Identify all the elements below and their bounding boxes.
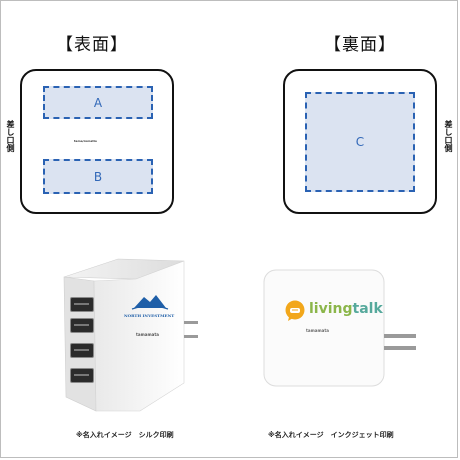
usb-port-2 [70, 318, 94, 333]
product-photo-inkjet: livingtalk tamamata [262, 266, 422, 391]
usb-port-4 [70, 368, 94, 383]
inkjet-logo-text-talk: talk [352, 301, 383, 317]
silk-brand-mark: tamamata [136, 332, 159, 337]
product-photo-silk: NORTH INVESTMENT tamamata [58, 255, 208, 415]
inkjet-logo-text-living: living [309, 301, 353, 317]
silk-caption: ※名入れイメージ シルク印刷 [76, 431, 174, 439]
inkjet-brand-mark: tamamata [306, 328, 329, 333]
inkjet-caption: ※名入れイメージ インクジェット印刷 [268, 431, 394, 439]
charger-body-3d [63, 258, 198, 412]
print-zone-b: B [43, 159, 153, 194]
usb-port-1 [70, 297, 94, 312]
speech-bubble-logo-icon [285, 300, 305, 321]
silk-logo-text: NORTH INVESTMENT [124, 313, 175, 318]
front-heading: 【表面】 [56, 35, 128, 55]
back-heading: 【裏面】 [324, 35, 396, 55]
back-side-label: 差し口側 [444, 120, 453, 152]
print-zone-c: C [305, 92, 415, 192]
front-side-label: 差し口側 [6, 120, 15, 152]
print-zone-a: A [43, 86, 153, 119]
front-brand-mark: tama/romatio [74, 139, 97, 143]
charger-flat-body [263, 269, 416, 387]
inkjet-logo-text: livingtalk [309, 301, 383, 317]
house-logo-icon [131, 295, 169, 310]
usb-port-3 [70, 343, 94, 358]
